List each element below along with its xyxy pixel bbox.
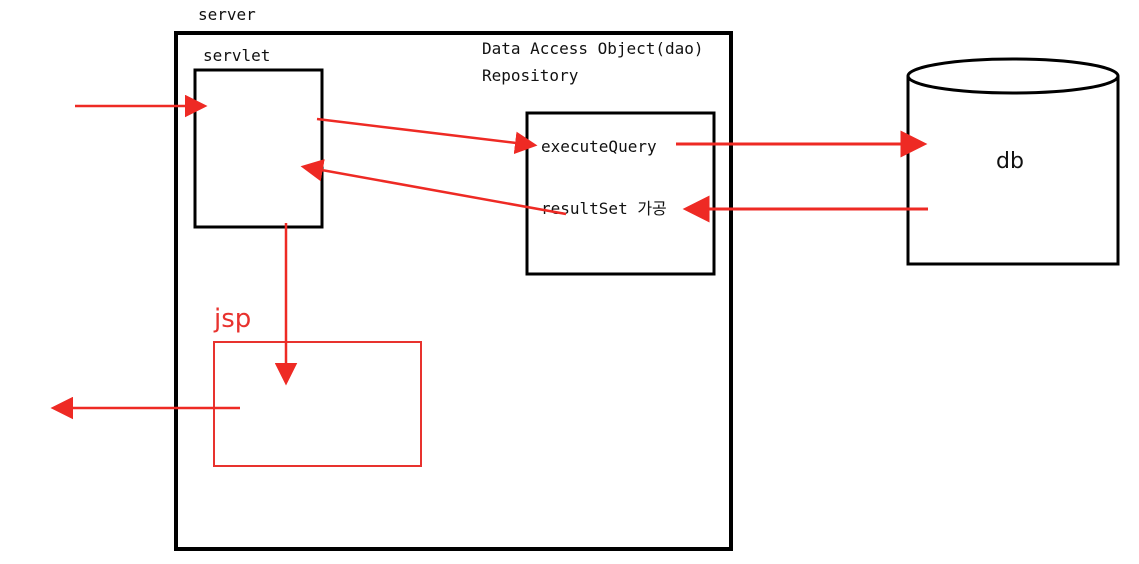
servlet-box (193, 68, 324, 229)
servlet-label: servlet (203, 46, 270, 65)
server-label: server (198, 5, 256, 24)
execute-query-label: executeQuery (541, 137, 657, 156)
jsp-label: jsp (213, 304, 251, 334)
dao-to-servlet-arrow (300, 159, 567, 216)
repository-box (525, 111, 716, 276)
db-cylinder (906, 57, 1120, 266)
db-label: db (996, 149, 1024, 174)
servlet-to-dao-arrow (316, 117, 538, 155)
repository-title: Repository (482, 66, 579, 85)
result-set-label: resultSet 가공 (541, 199, 667, 218)
jsp-box (213, 341, 422, 467)
server-box (174, 31, 733, 551)
dao-title: Data Access Object(dao) (482, 39, 704, 58)
